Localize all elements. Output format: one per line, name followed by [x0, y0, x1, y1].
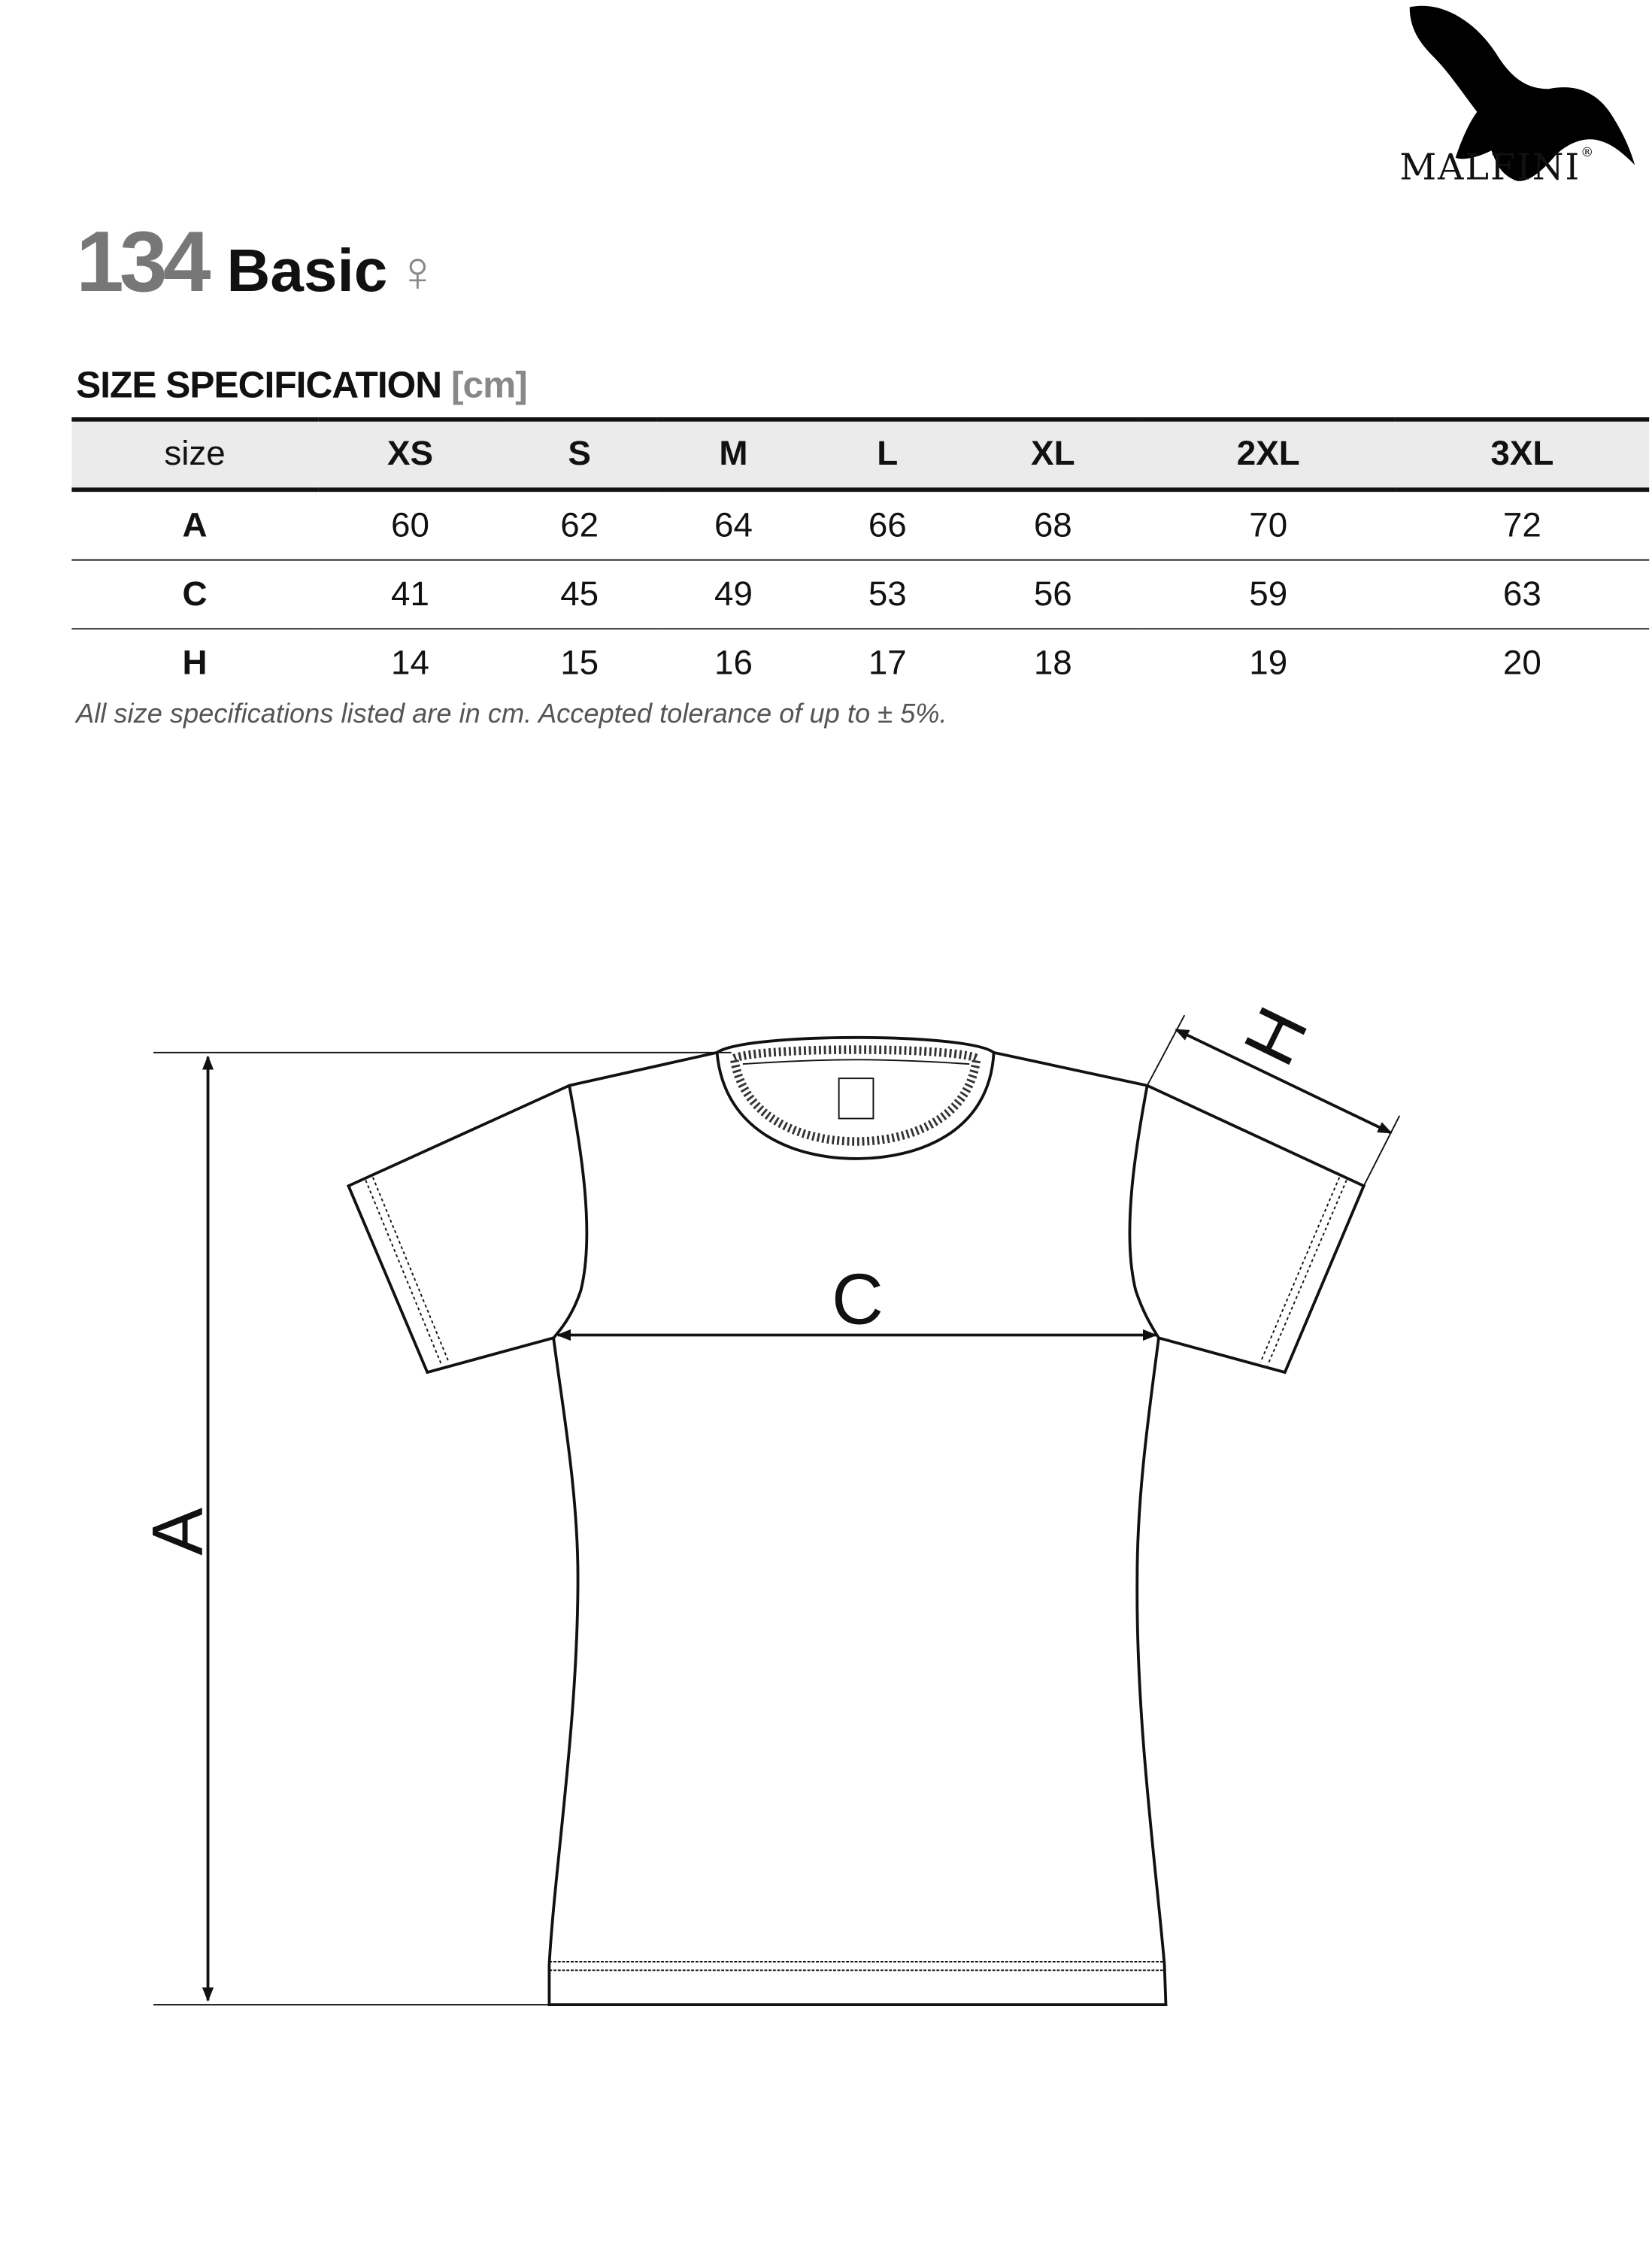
dimension-c-label: C	[832, 1259, 884, 1339]
header-cell: size	[71, 417, 318, 493]
table-cell: 66	[810, 490, 965, 561]
dimension-h-arrow	[1175, 1028, 1393, 1135]
table-row: A 60 62 64 66 68 70 72	[71, 490, 1650, 561]
table-cell: 53	[810, 559, 965, 630]
table-cell: 15	[560, 643, 599, 682]
table-cell: 68	[964, 490, 1141, 561]
product-name: Basic	[226, 236, 388, 305]
table-cell: H	[182, 643, 208, 682]
table-cell: 64	[656, 490, 811, 561]
table-row: H 14 15 16 17 18 19 20	[71, 629, 1649, 697]
product-number: 134	[76, 214, 211, 310]
table-cell: A	[71, 490, 318, 561]
table-cell: 72	[1395, 490, 1650, 561]
size-spec-heading: SIZE SPECIFICATION [cm]	[76, 362, 528, 407]
table-cell: 20	[1502, 643, 1541, 682]
header-cell: XS	[317, 417, 503, 493]
header-cell: 2XL	[1141, 417, 1396, 493]
table-cell: 41	[317, 559, 503, 630]
table-cell: 14	[391, 643, 429, 682]
header-cell: S	[502, 417, 657, 493]
table-cell: 62	[502, 490, 657, 561]
table-cell: 60	[317, 490, 503, 561]
header-cell: M	[656, 417, 811, 493]
size-table: size XS S M L XL 2XL 3XL A 60 62 64 66 6…	[71, 417, 1650, 697]
tshirt-outline	[346, 1050, 1366, 2007]
malfini-wordmark: MALFINI®	[1399, 147, 1595, 188]
dimension-h-label: H	[1229, 996, 1323, 1077]
table-row: C 41 45 49 53 56 59 63	[71, 559, 1650, 630]
table-cell: 56	[964, 559, 1141, 630]
table-cell: 49	[656, 559, 811, 630]
spec-title: SIZE SPECIFICATION	[76, 362, 442, 406]
table-cell: C	[71, 559, 318, 630]
table-cell: 70	[1141, 490, 1396, 561]
dimension-a-label: A	[138, 1508, 218, 1556]
header-cell: XL	[964, 417, 1141, 493]
header-cell: L	[810, 417, 965, 493]
malfini-bird-logo-icon	[1409, 5, 1635, 181]
header-cell: 3XL	[1395, 417, 1650, 493]
table-cell: 19	[1249, 643, 1288, 682]
table-cell: 45	[502, 559, 657, 630]
neck-rib	[715, 1035, 996, 1160]
brand-name: MALFINI	[1399, 146, 1581, 188]
female-symbol-icon: ♀	[396, 241, 439, 305]
table-cell: 18	[1033, 643, 1072, 682]
table-cell: 63	[1395, 559, 1650, 630]
spec-unit: [cm]	[450, 362, 528, 406]
table-cell: 16	[714, 643, 753, 682]
registered-mark: ®	[1581, 146, 1596, 161]
tolerance-note: All size specifications listed are in cm…	[76, 699, 947, 730]
table-header-row: size XS S M L XL 2XL 3XL	[71, 417, 1650, 493]
table-cell: 59	[1141, 559, 1396, 630]
table-cell: 17	[868, 643, 907, 682]
